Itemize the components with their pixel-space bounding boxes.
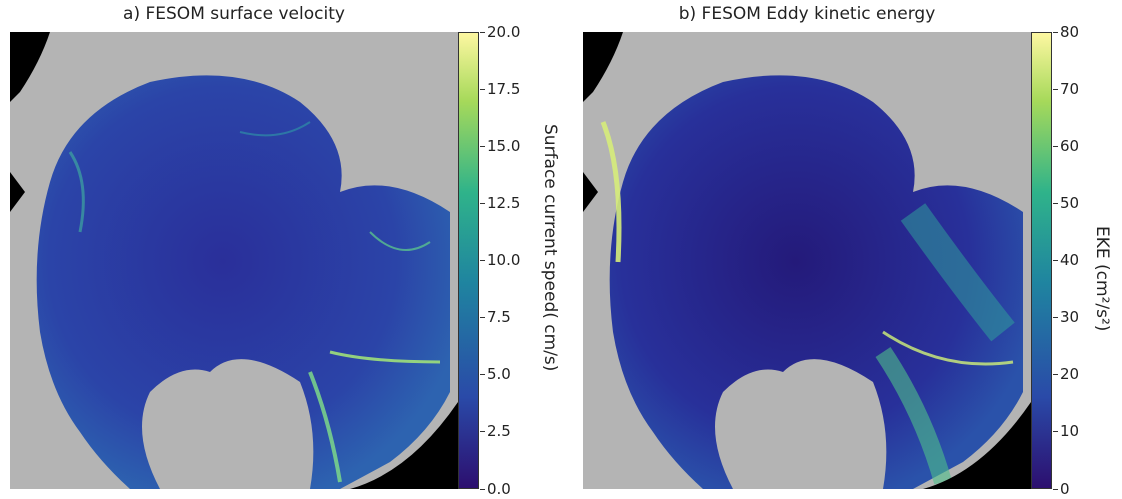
panel-b-colorbar-label: EKE (cm²/s²) [1092, 226, 1112, 332]
colorbar-tick-label: 20 [1052, 365, 1080, 384]
colorbar-tick-label: 15.0 [479, 136, 521, 155]
panel-a-velocity-map [10, 32, 458, 489]
colorbar-tick-label: 2.5 [480, 422, 511, 441]
colorbar-tick-label: 7.5 [480, 308, 511, 327]
colorbar-tick-label: 17.5 [479, 79, 521, 98]
colorbar-tick-label: 70 [1052, 79, 1080, 98]
colorbar-tick-label: 40 [1052, 251, 1080, 269]
colorbar-tick-label: 10.0 [479, 251, 521, 269]
panel-a-title: a) FESOM surface velocity [123, 4, 345, 24]
colorbar-tick-label: 0 [1053, 479, 1070, 498]
colorbar-tick-label: 60 [1052, 136, 1080, 155]
panel-a-colorbar-label: Surface current speed( cm/s) [540, 124, 560, 372]
colorbar-tick-label: 12.5 [479, 193, 521, 212]
panel-b-title: b) FESOM Eddy kinetic energy [678, 4, 936, 24]
colorbar-tick-label: 5.0 [480, 365, 511, 384]
panel-a-colorbar [458, 32, 479, 489]
panel-b-eke-map [583, 32, 1031, 489]
colorbar-tick-label: 0.0 [480, 479, 511, 498]
colorbar-tick-label: 20.0 [479, 22, 521, 41]
colorbar-tick-label: 30 [1052, 308, 1080, 327]
colorbar-tick-label: 80 [1052, 22, 1080, 41]
colorbar-tick-label: 10 [1052, 422, 1080, 441]
colorbar-tick-label: 50 [1052, 193, 1080, 212]
panel-b-colorbar [1031, 32, 1052, 489]
